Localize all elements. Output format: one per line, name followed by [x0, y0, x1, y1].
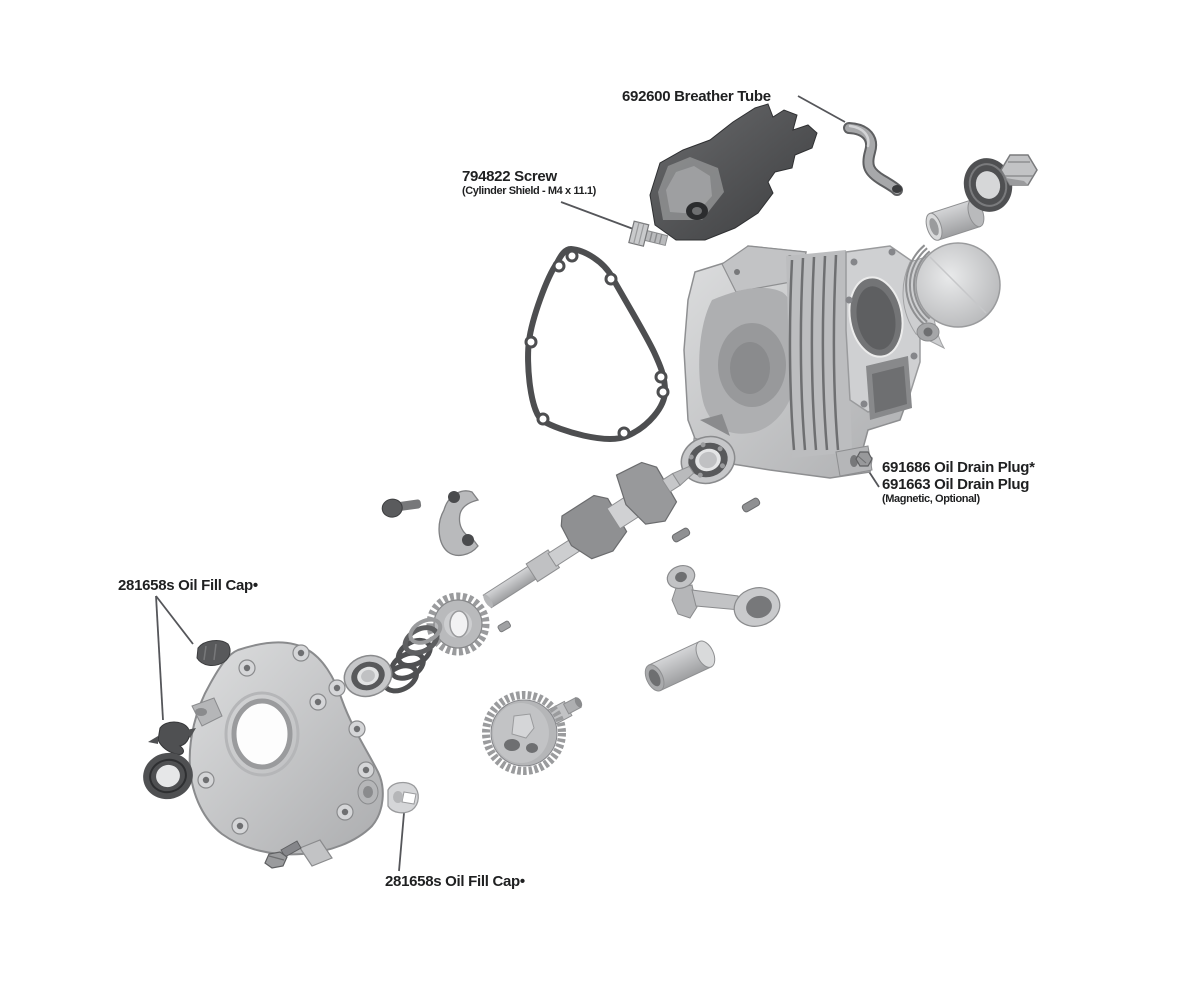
leader-fill-cap-b — [155, 595, 164, 721]
label-oil-drain-plug-line1: 691686 Oil Drain Plug* — [882, 459, 1035, 476]
camshaft-gear-part — [482, 691, 583, 775]
label-breather-tube: 692600 Breather Tube — [622, 88, 771, 105]
shield-screw-part — [628, 220, 669, 247]
oil-fill-cap-dark-part — [196, 640, 231, 666]
label-oil-fill-cap-lower-text: 281658s Oil Fill Cap• — [385, 873, 525, 890]
label-breather-tube-text: 692600 Breather Tube — [622, 88, 771, 105]
leader-fill-cap-a — [155, 595, 194, 645]
dowel-pin-2-part — [741, 497, 761, 513]
label-shield-screw-text: 794822 Screw — [462, 168, 557, 185]
piston-part — [902, 242, 1001, 350]
label-oil-fill-cap-upper: 281658s Oil Fill Cap• — [118, 577, 258, 594]
crankcase-gasket-part — [524, 246, 670, 442]
main-bearing-part — [680, 435, 736, 485]
leader-shield-screw — [560, 201, 637, 231]
timing-gear-part — [426, 592, 490, 656]
label-oil-fill-cap-lower: 281658s Oil Fill Cap• — [385, 873, 525, 890]
label-oil-drain-plug-line2: 691663 Oil Drain Plug — [882, 476, 1030, 493]
label-oil-fill-cap-upper-text: 281658s Oil Fill Cap• — [118, 577, 258, 594]
small-bolt-part — [381, 498, 422, 518]
oil-drain-plug-part — [850, 451, 873, 467]
oil-seal-part — [143, 752, 193, 800]
cover-hex-bolt-part — [264, 840, 302, 869]
crankshaft-part — [482, 461, 695, 609]
label-oil-drain-plug: 691686 Oil Drain Plug* 691663 Oil Drain … — [882, 459, 1035, 506]
cover-bolt-bosses — [197, 644, 375, 835]
cylinder-shield-part — [649, 103, 818, 241]
label-oil-drain-plug-sub: (Magnetic, Optional) — [882, 493, 980, 505]
piston-pin-top-part — [925, 199, 985, 241]
hex-nut-part — [1000, 154, 1038, 186]
connecting-rod-part — [666, 565, 781, 627]
label-shield-screw-sub: (Cylinder Shield - M4 x 11.1) — [462, 185, 596, 197]
piston-pin-part — [644, 640, 716, 692]
governor-crank-part — [438, 490, 480, 557]
leader-fill-cap-c — [398, 812, 405, 872]
label-shield-screw: 794822 Screw (Cylinder Shield - M4 x 11.… — [462, 168, 596, 198]
crankcase-cover-part — [188, 641, 384, 867]
woodruff-key-part — [497, 620, 511, 633]
oil-fill-cap-winged-part — [148, 721, 196, 755]
oil-fill-cap-light-part — [387, 781, 419, 814]
small-bearing-part — [343, 654, 393, 698]
leader-breather-tube — [797, 95, 846, 123]
seal-ring-top-part — [963, 158, 1013, 212]
breather-tube-part — [843, 122, 903, 196]
dowel-pin-part — [671, 527, 691, 543]
